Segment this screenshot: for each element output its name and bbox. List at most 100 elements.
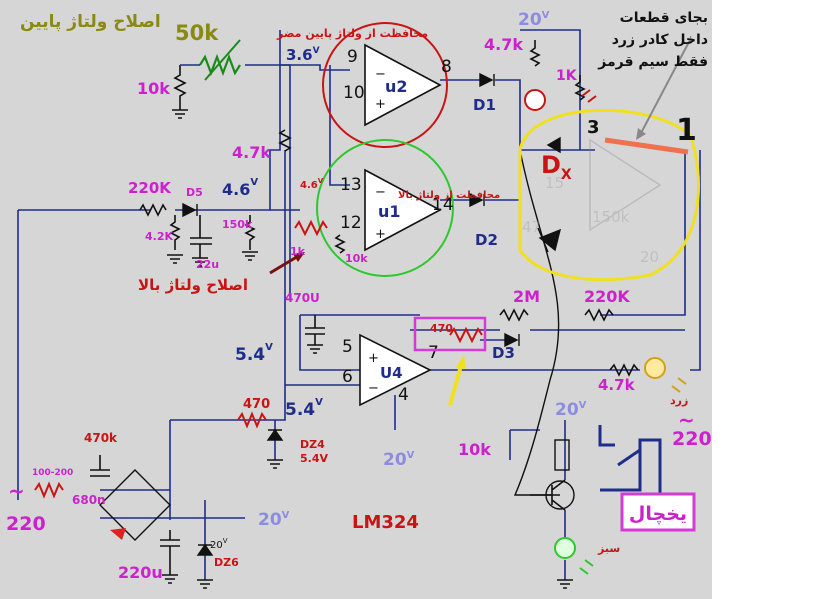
r150k-label: 150k bbox=[222, 218, 253, 231]
note-line-1: بجای قطعات bbox=[620, 10, 708, 26]
r1k-label: 1k bbox=[290, 245, 306, 258]
svg-text:8: 8 bbox=[441, 57, 452, 77]
u2-label: u2 bbox=[385, 77, 408, 96]
ac220-left-label: 220 bbox=[6, 513, 46, 535]
op-amp-u4 bbox=[359, 333, 432, 407]
dz4-voltage-label: 5.4V bbox=[300, 452, 328, 465]
protect-low-label: محافظت از ولتاژ پایین مضر bbox=[276, 27, 428, 40]
d1-label: D1 bbox=[473, 96, 496, 114]
svg-text:4: 4 bbox=[398, 385, 409, 405]
dz6-voltage-label: 20V bbox=[210, 537, 228, 551]
r10k-small-label: 10k bbox=[345, 252, 368, 265]
r10k-label: 10k bbox=[137, 79, 170, 98]
ac220-right-label: 220 bbox=[672, 428, 712, 450]
svg-text:14: 14 bbox=[432, 195, 454, 215]
svg-text:20: 20 bbox=[640, 248, 659, 266]
u4-label: U4 bbox=[380, 364, 403, 382]
low-voltage-adjust-title: اصلاح ولتاژ پایین bbox=[20, 12, 161, 32]
r42k-label: 4.2K bbox=[145, 230, 173, 243]
ghost-components: 15 150k 47 20 bbox=[522, 138, 662, 266]
protect-high-label: محافظت از ولتاژ بالا bbox=[398, 190, 500, 201]
u1-label: u1 bbox=[378, 202, 401, 221]
yellow-led-icon bbox=[644, 357, 666, 379]
d5-label: D5 bbox=[186, 186, 203, 199]
voltage-54-b: 5.4V bbox=[285, 397, 323, 420]
fridge-box bbox=[620, 492, 696, 532]
voltage-20-top: 20V bbox=[518, 10, 550, 30]
voltage-36: 3.6V bbox=[286, 46, 320, 64]
svg-text:5: 5 bbox=[342, 337, 353, 357]
handdrawn-wire bbox=[513, 149, 560, 496]
r47k-top-label: 4.7k bbox=[484, 35, 523, 54]
pin3-label: 3 bbox=[587, 117, 600, 138]
r47k-led-label: 4.7k bbox=[598, 376, 636, 394]
schematic-background bbox=[0, 0, 712, 599]
high-voltage-adjust-label: اصلاح ولتاژ بالا bbox=[138, 276, 248, 294]
red-replacement-wire bbox=[604, 137, 689, 155]
diodes bbox=[182, 72, 562, 556]
pot-50k-label: 50k bbox=[175, 21, 219, 45]
yellow-arrow bbox=[448, 361, 464, 406]
pot-50k bbox=[199, 53, 241, 77]
wire-network bbox=[17, 29, 701, 580]
high-adjust-arrow bbox=[269, 253, 301, 275]
svg-text:+: + bbox=[375, 97, 386, 112]
op-amp-u2 bbox=[364, 43, 442, 127]
svg-text:9: 9 bbox=[347, 47, 358, 67]
yellow-highlight-region bbox=[518, 108, 701, 282]
voltage-20-mid: 20V bbox=[383, 450, 415, 470]
svg-text:−: − bbox=[375, 185, 386, 200]
d2-label: D2 bbox=[475, 231, 498, 249]
bridge-rectifier bbox=[99, 469, 171, 541]
capacitors bbox=[90, 215, 325, 575]
d3-label: D3 bbox=[492, 344, 515, 362]
yellow-led-label: زرد bbox=[670, 394, 688, 407]
point-1-label: 1 bbox=[676, 113, 697, 148]
note-arrow bbox=[639, 39, 691, 136]
r47k-label: 4.7k bbox=[232, 143, 271, 162]
svg-text:10: 10 bbox=[343, 83, 365, 103]
c680n-label: 680n bbox=[72, 493, 106, 507]
green-led-label: سبز bbox=[597, 542, 620, 555]
c220u-label: 220u bbox=[118, 563, 163, 582]
chip-label: LM324 bbox=[352, 512, 419, 533]
svg-text:~: ~ bbox=[678, 408, 695, 432]
voltage-20-out: 20V bbox=[258, 510, 290, 530]
svg-text:47: 47 bbox=[522, 218, 541, 236]
c470u-label: 470U bbox=[285, 291, 320, 305]
r470-lower-label: 470 bbox=[243, 397, 270, 412]
svg-text:−: − bbox=[375, 67, 386, 82]
r2m-label: 2M bbox=[513, 287, 540, 306]
svg-text:~: ~ bbox=[8, 479, 25, 503]
dx-label: DX bbox=[541, 151, 572, 183]
green-led-icon bbox=[554, 537, 576, 559]
r100-200-label: 100-200 bbox=[32, 468, 73, 478]
svg-text:+: + bbox=[375, 227, 386, 242]
svg-text:−: − bbox=[368, 381, 379, 396]
u2-highlight-circle bbox=[322, 22, 448, 148]
svg-text:7: 7 bbox=[428, 343, 439, 363]
r220k-right-label: 220K bbox=[584, 287, 630, 306]
leds bbox=[524, 89, 687, 575]
r470k-label: 470k bbox=[84, 431, 118, 445]
red-led-icon bbox=[524, 89, 546, 111]
fridge-label: یخچال bbox=[629, 503, 687, 525]
c22u-label: 22u bbox=[196, 258, 219, 271]
svg-text:6: 6 bbox=[342, 367, 353, 387]
u1-highlight-circle bbox=[316, 139, 454, 277]
voltage-54-a: 5.4V bbox=[235, 342, 273, 365]
svg-text:+: + bbox=[368, 351, 379, 366]
r220k-label: 220K bbox=[128, 179, 172, 197]
r1k-top-label: 1K bbox=[556, 68, 578, 84]
svg-text:12: 12 bbox=[340, 213, 362, 233]
voltage-46: 4.6V bbox=[222, 177, 258, 199]
svg-text:13: 13 bbox=[340, 175, 362, 195]
voltage-46-small: 4.6V bbox=[300, 177, 324, 191]
svg-text:150k: 150k bbox=[592, 208, 630, 226]
note-line-3: فقط سیم قرمز bbox=[597, 54, 708, 70]
resistors bbox=[34, 39, 639, 499]
svg-text:15: 15 bbox=[545, 174, 564, 192]
dz4-label: DZ4 bbox=[300, 438, 325, 451]
r10k-base-label: 10k bbox=[458, 440, 491, 459]
